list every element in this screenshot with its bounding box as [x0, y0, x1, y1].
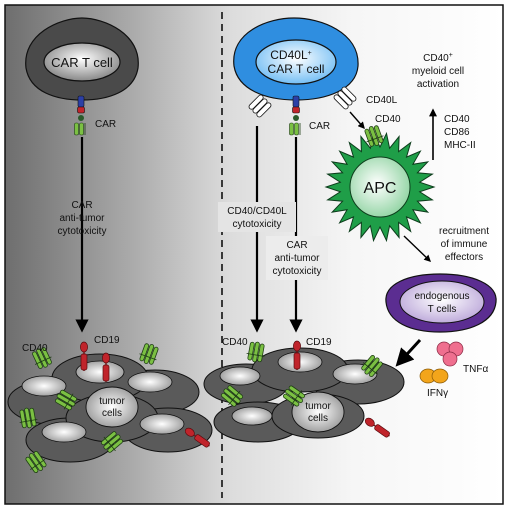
apc-cell: APC — [324, 131, 436, 243]
tumor-cluster-right: tumor cells — [203, 347, 405, 443]
svg-text:CD86: CD86 — [444, 127, 470, 138]
svg-text:cytotoxicity: cytotoxicity — [58, 226, 107, 237]
tumor-label-right-2: cells — [308, 413, 328, 424]
cd40-cd40l-text-backdrop — [218, 202, 296, 232]
svg-text:anti-tumor: anti-tumor — [59, 213, 105, 224]
tumor-cluster-left: tumor cells — [7, 353, 213, 463]
svg-text:anti-tumor: anti-tumor — [274, 253, 320, 264]
svg-text:of immune: of immune — [441, 239, 488, 250]
ifn-label: IFNγ — [427, 388, 448, 399]
svg-text:recruitment: recruitment — [439, 226, 489, 237]
car-t-cell-nucleus — [43, 42, 121, 82]
cd40-apc-label: CD40 — [375, 114, 401, 125]
svg-text:CD40: CD40 — [444, 114, 470, 125]
tumor-label-left-2: cells — [102, 408, 122, 419]
recruitment-text: recruitment of immune effectors — [439, 226, 489, 263]
car-t-cell: CAR T cell — [25, 17, 139, 101]
car-text-backdrop-right — [266, 236, 328, 280]
cd40-cd40l-cytotoxicity-text: CD40/CD40L cytotoxicity — [227, 206, 287, 230]
svg-text:CD40+: CD40+ — [423, 52, 453, 64]
cd40l-car-t-cell: CD40L+ CAR T cell — [233, 17, 359, 101]
car-cytotoxicity-text-left: CAR anti-tumor cytotoxicity — [58, 200, 107, 237]
svg-text:activation: activation — [417, 79, 459, 90]
cd19-label-left: CD19 — [94, 335, 120, 346]
svg-text:cytotoxicity: cytotoxicity — [273, 266, 322, 277]
tnf-label: TNFα — [463, 364, 488, 375]
svg-text:CAR: CAR — [71, 200, 92, 211]
endogenous-t-cell-nucleus — [399, 280, 485, 324]
figure-border — [4, 4, 504, 505]
svg-text:CAR: CAR — [286, 240, 307, 251]
tumor-label-right-1: tumor — [305, 401, 331, 412]
car-label-left: CAR — [95, 119, 116, 130]
endogenous-t-cells: endogenous T cells — [385, 273, 497, 333]
cd40-label-left: CD40 — [22, 343, 48, 354]
cd40l-to-apc-arrow — [349, 111, 365, 130]
activation-markers: CD40 CD86 MHC-II — [444, 114, 476, 151]
apc-label: APC — [364, 180, 397, 197]
svg-text:cytotoxicity: cytotoxicity — [233, 219, 282, 230]
svg-text:effectors: effectors — [445, 252, 483, 263]
ifn-cytokine — [419, 368, 449, 384]
car-cytotoxicity-text-right: CAR anti-tumor cytotoxicity — [273, 240, 322, 277]
svg-text:CD40/CD40L: CD40/CD40L — [227, 206, 287, 217]
svg-text:MHC-II: MHC-II — [444, 140, 476, 151]
svg-text:endogenous: endogenous — [414, 291, 469, 302]
car-label-right: CAR — [309, 121, 330, 132]
tumor-label-left-1: tumor — [99, 396, 125, 407]
recruitment-arrow — [403, 235, 432, 262]
tnf-cytokine — [436, 341, 464, 367]
apc-nucleus — [349, 156, 411, 218]
cd40l-car-t-cell-nucleus — [255, 39, 337, 85]
cd40l-label: CD40L — [366, 95, 398, 106]
cd40l-car-t-cell-label-2: CAR T cell — [268, 62, 325, 76]
cd40-label-right: CD40 — [222, 337, 248, 348]
endogenous-to-tumor-arrow — [395, 338, 422, 367]
cd19-receptor — [101, 352, 111, 383]
cd19-receptor — [79, 341, 89, 372]
car-t-cell-label: CAR T cell — [51, 55, 113, 70]
cd19-receptor — [292, 340, 302, 371]
myeloid-activation-text: CD40+ myeloid cell activation — [412, 52, 464, 90]
svg-text:myeloid cell: myeloid cell — [412, 66, 464, 77]
svg-text:T cells: T cells — [428, 304, 457, 315]
cd40l-car-t-cell-label-1: CD40L+ — [270, 48, 311, 62]
cd19-label-right: CD19 — [306, 337, 332, 348]
